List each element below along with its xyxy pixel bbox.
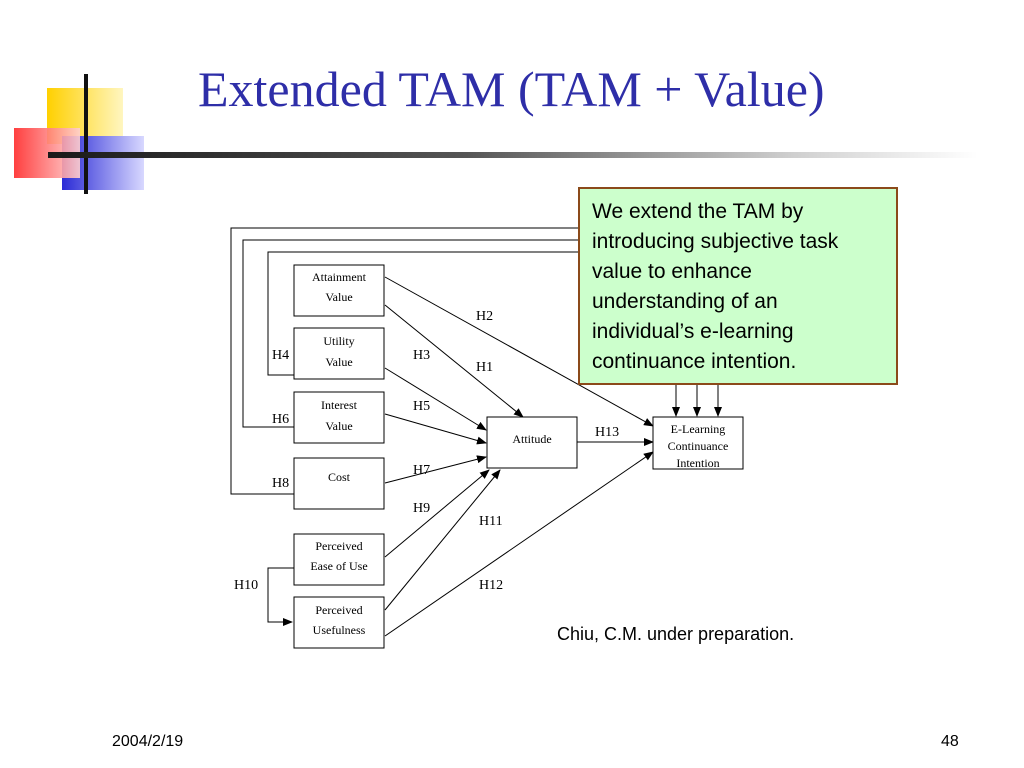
box-interest-value: Interest Value [293, 391, 385, 444]
title-divider [48, 152, 978, 158]
hypothesis-h2: H2 [476, 309, 493, 324]
box-label: Ease of Use [310, 559, 367, 573]
box-utility-value: Utility Value [293, 327, 385, 380]
box-label: Usefulness [313, 623, 366, 637]
box-label: Intention [676, 456, 719, 470]
box-e-learning-continuance-intention: E-Learning Continuance Intention [652, 416, 744, 470]
hypothesis-h8: H8 [272, 476, 289, 491]
box-label: Perceived [315, 603, 362, 617]
hypothesis-h6: H6 [272, 412, 289, 427]
box-label: Attitude [512, 432, 551, 446]
path-arrows [384, 276, 654, 637]
box-label: Continuance [668, 439, 729, 453]
hypothesis-h11: H11 [479, 514, 503, 529]
box-label: Utility [323, 334, 354, 348]
box-attitude: Attitude [486, 416, 578, 469]
hypothesis-h3: H3 [413, 348, 430, 363]
hypothesis-h10: H10 [234, 578, 258, 593]
callout-note: We extend the TAM by introducing subject… [578, 187, 898, 385]
hypothesis-h7: H7 [413, 463, 430, 478]
hypothesis-h9: H9 [413, 501, 430, 516]
box-cost: Cost [293, 457, 385, 510]
page-number: 48 [941, 733, 959, 750]
box-label: Perceived [315, 539, 362, 553]
box-label: Value [325, 355, 352, 369]
box-label: Value [325, 290, 352, 304]
box-label: Interest [321, 398, 358, 412]
citation: Chiu, C.M. under preparation. [557, 624, 795, 644]
hypothesis-h1: H1 [476, 360, 493, 375]
box-label: E-Learning [671, 422, 726, 436]
hypothesis-h13: H13 [595, 425, 619, 440]
hypothesis-h12: H12 [479, 578, 503, 593]
box-label: Value [325, 419, 352, 433]
hypothesis-labels: H2 H4 H3 H1 H5 H6 H13 H7 H8 H9 H11 H10 H… [234, 309, 619, 593]
box-label: Cost [328, 470, 351, 484]
box-label: Attainment [312, 270, 367, 284]
hypothesis-h4: H4 [272, 348, 289, 363]
box-perceived-usefulness: Perceived Usefulness [293, 596, 385, 649]
box-perceived-ease-of-use: Perceived Ease of Use [293, 533, 385, 586]
slide-title: Extended TAM (TAM + Value) [198, 61, 825, 117]
hypothesis-h5: H5 [413, 399, 430, 414]
footer-date: 2004/2/19 [112, 733, 184, 750]
box-attainment-value: Attainment Value [293, 264, 385, 317]
